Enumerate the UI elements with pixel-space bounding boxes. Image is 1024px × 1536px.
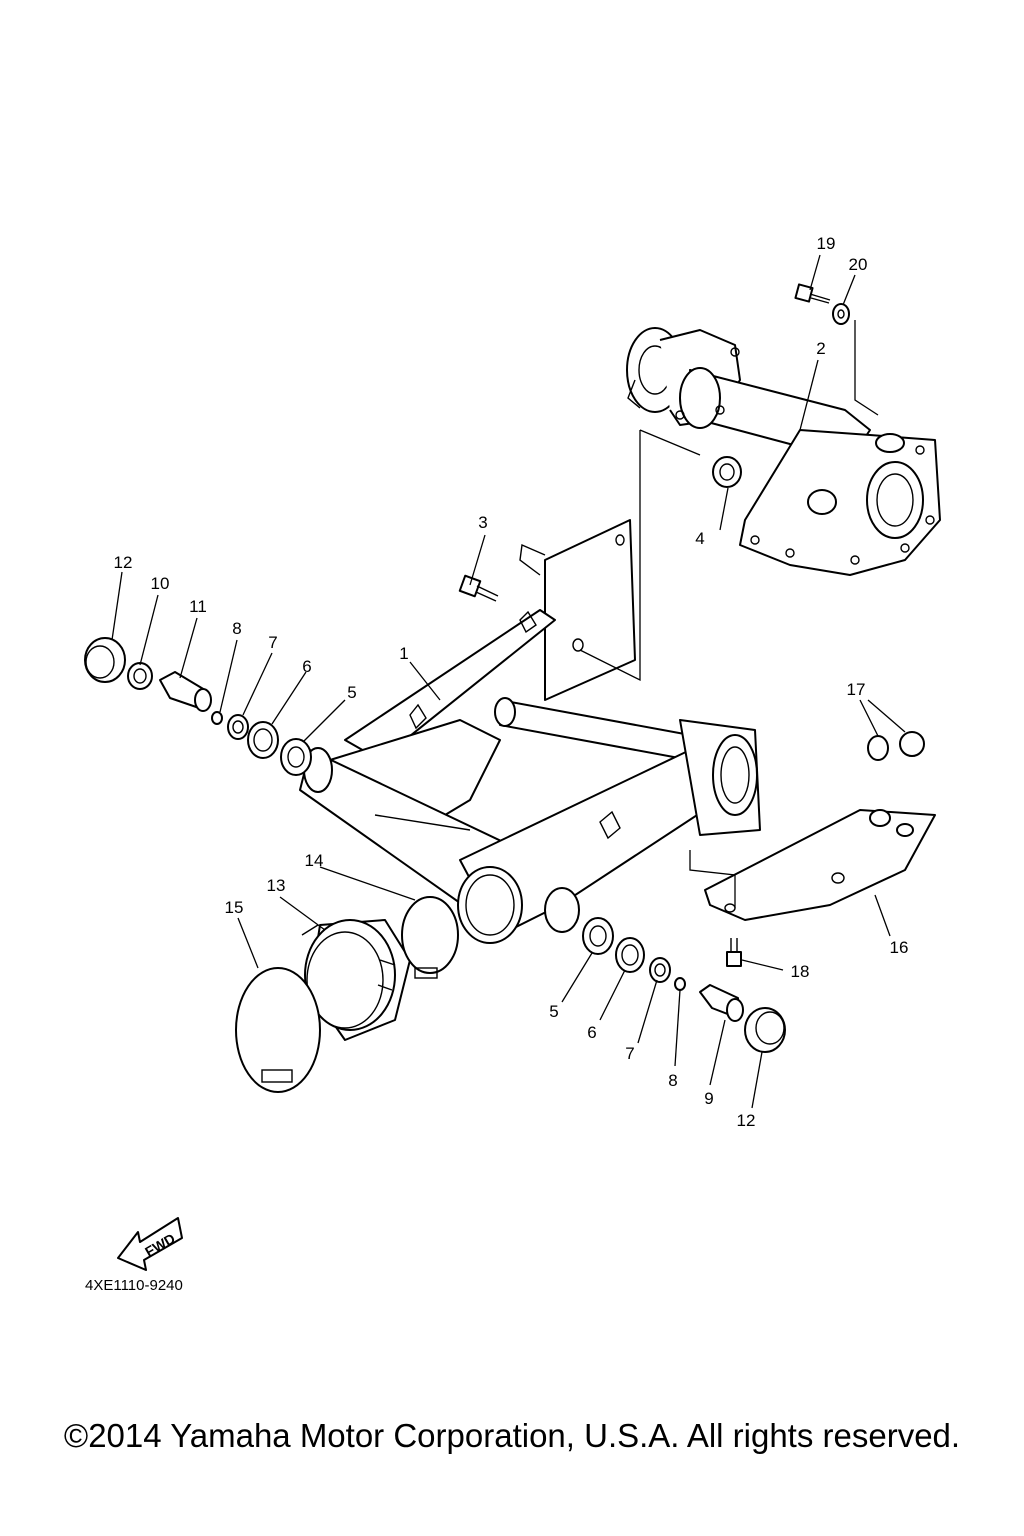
callout-19: 19: [817, 234, 836, 253]
collar-7-right-part: [649, 957, 671, 983]
pivot-bolt-9-part: [699, 984, 744, 1022]
callout-14: 14: [305, 851, 324, 870]
leader-lines: [111, 254, 906, 1109]
callout-5-left: 5: [347, 683, 356, 702]
callout-12-left: 12: [114, 553, 133, 572]
callout-13: 13: [267, 876, 286, 895]
callout-2: 2: [816, 339, 825, 358]
callout-3: 3: [478, 513, 487, 532]
callout-9: 9: [704, 1089, 713, 1108]
cap-12-left-part: [84, 637, 126, 683]
clamp-15-part: [235, 967, 321, 1093]
callout-20: 20: [849, 255, 868, 274]
collar-7-left-part: [227, 714, 249, 740]
swingarm-part: [299, 519, 761, 944]
cap-12-right-part: [744, 1007, 786, 1053]
callout-4: 4: [695, 529, 704, 548]
clamp-14-part: [401, 896, 459, 979]
callout-12-right: 12: [737, 1111, 756, 1130]
callout-labels: 19 20 2 3 4 1 12 10 11 8 7 6 5 17 14 13 …: [114, 234, 909, 1130]
nut-4-part: [712, 456, 742, 488]
o-ring-8-left-part: [211, 711, 223, 725]
callout-18: 18: [791, 962, 810, 981]
bolt-3-part: [458, 574, 499, 602]
guard-16-part: [704, 809, 936, 921]
bolt-19-part: [794, 283, 831, 304]
callout-7-right: 7: [625, 1044, 634, 1063]
pivot-shaft-11-part: [159, 671, 212, 712]
o-ring-8-right-part: [674, 977, 686, 991]
washer-20-part: [832, 303, 850, 325]
cap-17b-part: [899, 731, 925, 757]
callout-16: 16: [890, 938, 909, 957]
callout-5-right: 5: [549, 1002, 558, 1021]
callout-7-left: 7: [268, 633, 277, 652]
callout-8-left: 8: [232, 619, 241, 638]
callout-6-left: 6: [302, 657, 311, 676]
oil-seal-6-right-part: [615, 937, 645, 973]
callout-1: 1: [399, 644, 408, 663]
callout-8-right: 8: [668, 1071, 677, 1090]
bearing-5-left-part: [280, 738, 312, 776]
bearing-5-right-part: [582, 917, 614, 955]
axle-housing-part: [626, 327, 941, 576]
fwd-arrow-icon: FWD: [117, 1217, 183, 1271]
callout-10: 10: [151, 574, 170, 593]
callout-11: 11: [189, 597, 207, 616]
part-code: 4XE1110-9240: [85, 1277, 183, 1294]
assembly-lines: [579, 320, 879, 908]
cap-17a-part: [867, 735, 889, 761]
oil-seal-6-left-part: [247, 721, 279, 759]
copyright-notice: ©2014 Yamaha Motor Corporation, U.S.A. A…: [63, 1417, 961, 1454]
callout-6-right: 6: [587, 1023, 596, 1042]
callout-15: 15: [225, 898, 244, 917]
nut-10-part: [127, 662, 153, 690]
bolt-18-part: [726, 938, 742, 967]
callout-17: 17: [847, 680, 866, 699]
boot-13-part: [301, 919, 411, 1041]
